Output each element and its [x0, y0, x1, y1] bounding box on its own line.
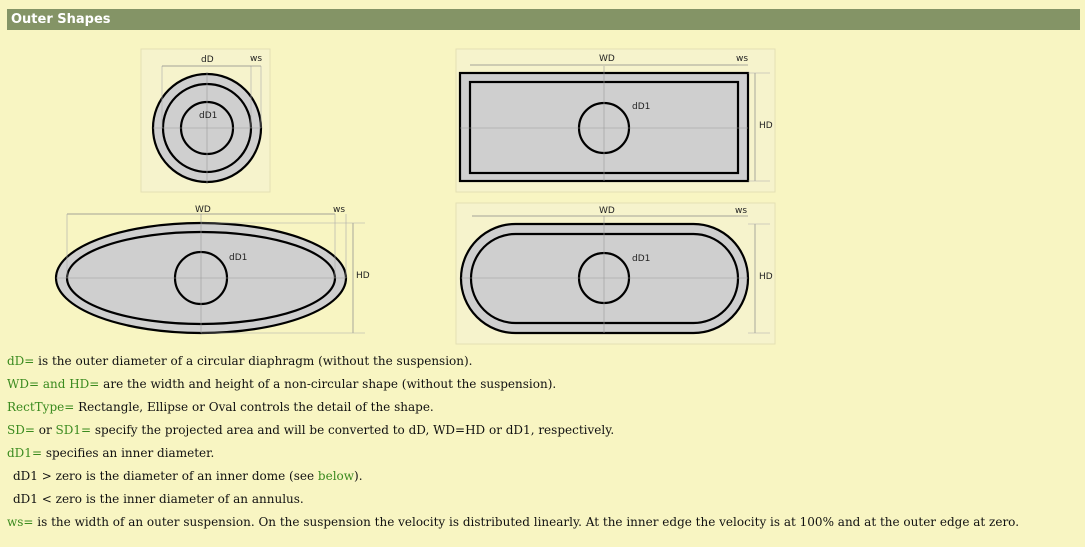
param-keyword: RectType= [7, 400, 75, 414]
WD-label: WD [599, 206, 615, 216]
rectangle-shape-diagram: WD ws HD dD1 [455, 48, 780, 194]
dD1-label: dD1 [632, 102, 650, 112]
circle-shape-diagram: dD ws dD1 [140, 48, 275, 194]
ellipse-shape-diagram: WD ws HD dD1 [53, 202, 373, 342]
param-keyword: dD1= [7, 446, 42, 460]
WD-label: WD [195, 205, 211, 215]
ws-label: ws [735, 206, 747, 216]
section-title: Outer Shapes [7, 9, 1080, 30]
HD-label: HD [759, 272, 773, 282]
WD-label: WD [599, 54, 615, 64]
desc-text: dD1 > zero is the diameter of an inner d… [13, 469, 318, 483]
desc-text: is the width of an outer suspension. On … [33, 515, 1020, 529]
desc-dD1-positive: dD1 > zero is the diameter of an inner d… [7, 465, 1077, 488]
below-link[interactable]: below [317, 469, 355, 483]
param-keyword: SD1= [55, 423, 92, 437]
dD-label: dD [201, 55, 214, 65]
dD1-label: dD1 [199, 111, 217, 121]
desc-WD-HD: WD= and HD= are the width and height of … [7, 373, 1077, 396]
oval-shape-diagram: WD ws HD dD1 [455, 202, 780, 346]
desc-ws: ws= is the width of an outer suspension.… [7, 511, 1077, 534]
desc-text: ). [354, 469, 363, 483]
parameter-descriptions: dD= is the outer diameter of a circular … [7, 350, 1077, 534]
desc-SD: SD= or SD1= specify the projected area a… [7, 419, 1077, 442]
HD-label: HD [356, 271, 370, 281]
desc-text: Rectangle, Ellipse or Oval controls the … [74, 400, 434, 414]
desc-dD1-negative: dD1 < zero is the inner diameter of an a… [7, 488, 1077, 511]
desc-text: is the outer diameter of a circular diap… [34, 354, 473, 368]
param-keyword: SD= [7, 423, 35, 437]
ws-label: ws [250, 54, 262, 64]
param-keyword: WD= [7, 377, 40, 391]
desc-dD1: dD1= specifies an inner diameter. [7, 442, 1077, 465]
param-keyword: dD= [7, 354, 35, 368]
desc-text: dD1 < zero is the inner diameter of an a… [13, 492, 304, 506]
HD-label: HD [759, 121, 773, 131]
desc-text: or [34, 423, 56, 437]
dD1-label: dD1 [632, 254, 650, 264]
ws-label: ws [333, 205, 345, 215]
param-keyword: ws= [7, 515, 34, 529]
desc-dD: dD= is the outer diameter of a circular … [7, 350, 1077, 373]
desc-text: specify the projected area and will be c… [91, 423, 615, 437]
desc-text: are the width and height of a non-circul… [99, 377, 557, 391]
desc-RectType: RectType= Rectangle, Ellipse or Oval con… [7, 396, 1077, 419]
dD1-label: dD1 [229, 253, 247, 263]
ws-label: ws [736, 54, 748, 64]
desc-text: specifies an inner diameter. [42, 446, 215, 460]
param-keyword: and HD= [39, 377, 100, 391]
